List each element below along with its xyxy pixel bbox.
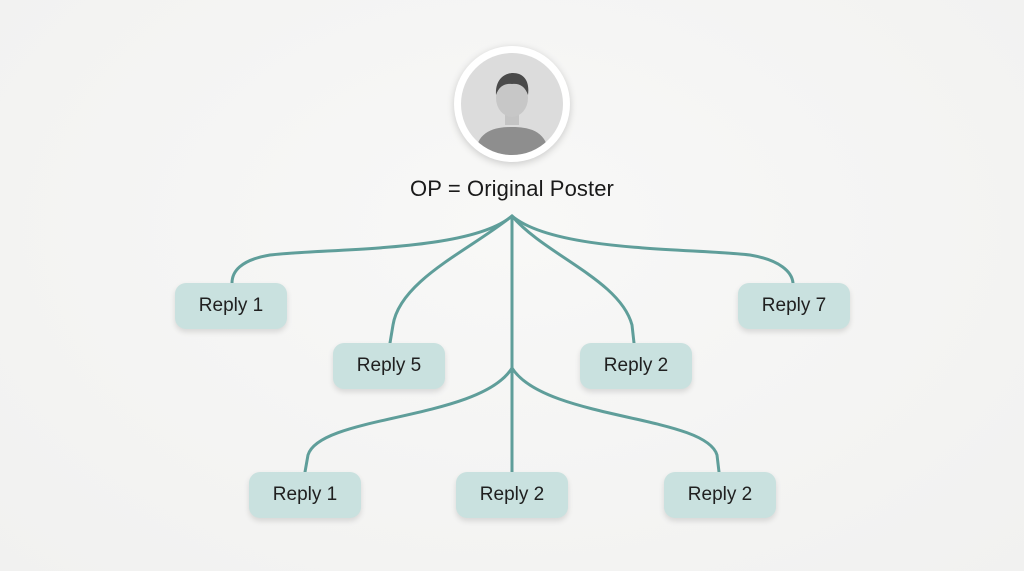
- connector-op-reply-1: [230, 214, 514, 285]
- reply-node: Reply 2: [580, 343, 692, 389]
- connector-trunk-reply-2c: [510, 366, 721, 474]
- reply-node: Reply 2: [456, 472, 568, 518]
- op-avatar: [454, 46, 570, 162]
- connector-trunk-reply-1b: [303, 366, 514, 474]
- connector-op-reply-7: [510, 214, 795, 285]
- reply-node: Reply 1: [249, 472, 361, 518]
- connector-op-reply-2: [510, 214, 636, 345]
- user-avatar-icon: [461, 53, 563, 155]
- reply-node: Reply 2: [664, 472, 776, 518]
- op-label: OP = Original Poster: [410, 176, 614, 201]
- connector-op-reply-5: [388, 214, 514, 345]
- reply-node: Reply 1: [175, 283, 287, 329]
- reply-node: Reply 5: [333, 343, 445, 389]
- reply-node: Reply 7: [738, 283, 850, 329]
